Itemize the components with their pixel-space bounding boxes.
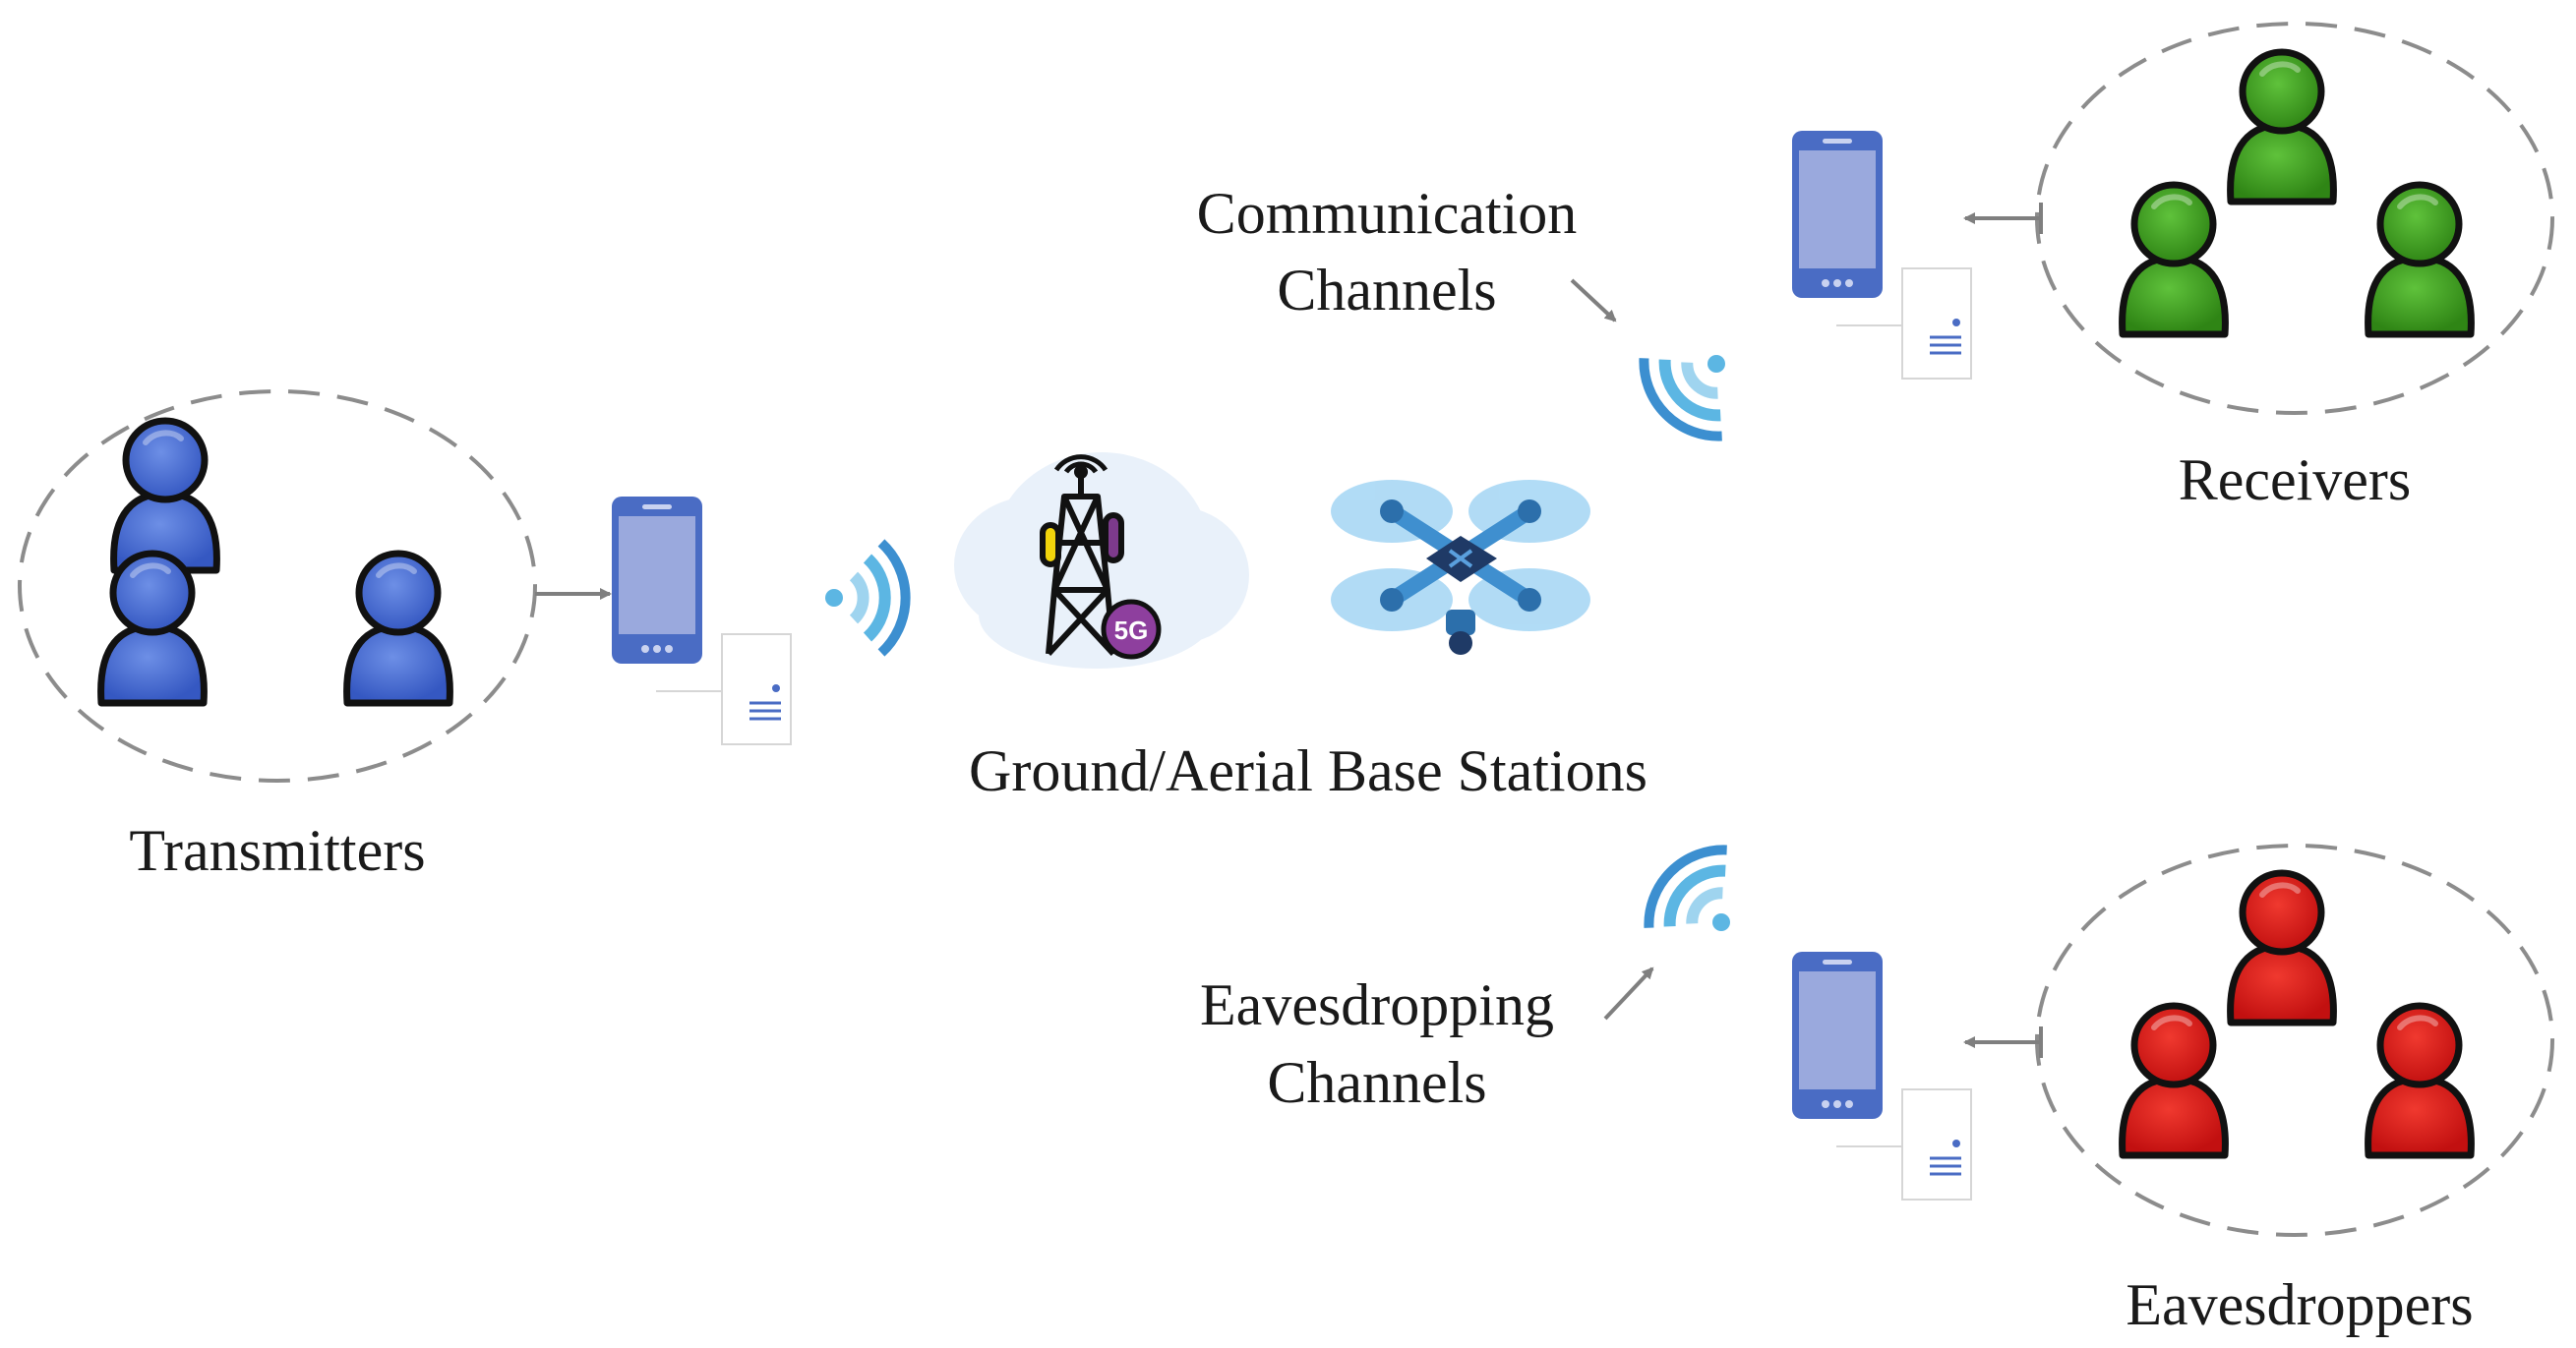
transmitter-person-icon (101, 554, 205, 703)
eavesdroppers-label: Eavesdroppers (2126, 1272, 2474, 1337)
communication-wifi-icon (1627, 319, 1762, 453)
receiver-phone-icon (1790, 129, 1973, 381)
eavesdropping-channels-label-line1: Eavesdropping (1200, 972, 1554, 1037)
communication-channels-label-line1: Communication (1196, 181, 1578, 246)
5g-badge-label: 5G (1114, 615, 1149, 645)
5g-badge (1101, 599, 1162, 660)
receiver-person-icon (2368, 185, 2472, 334)
communication-channel-arrow (1570, 278, 1617, 322)
eavesdropping-channel-arrow (1603, 967, 1654, 1021)
base-stations-label: Ground/Aerial Base Stations (969, 738, 1647, 803)
transmitters-label: Transmitters (129, 818, 426, 883)
transmitter-person-icon (114, 421, 217, 570)
communication-channels-label-line2: Channels (1277, 258, 1497, 322)
eavesdropping-channels-label-line2: Channels (1267, 1050, 1487, 1115)
eavesdropping-wifi-icon (1632, 833, 1767, 967)
transmitter-person-icon (347, 554, 450, 703)
transmitter-wifi-icon (825, 543, 906, 653)
eavesdropper-phone-icon (1790, 950, 1973, 1201)
transmitters-dashed-ellipse (18, 389, 537, 783)
eavesdropper-person-icon (2123, 1006, 2226, 1155)
drone-icon (1331, 480, 1590, 655)
transmitter-phone-icon (610, 495, 793, 746)
eavesdropper-person-icon (2368, 1006, 2472, 1155)
receivers-label: Receivers (2178, 447, 2412, 512)
receiver-person-icon (2231, 52, 2334, 202)
eavesdropper-person-icon (2231, 873, 2334, 1023)
receiver-person-icon (2123, 185, 2226, 334)
